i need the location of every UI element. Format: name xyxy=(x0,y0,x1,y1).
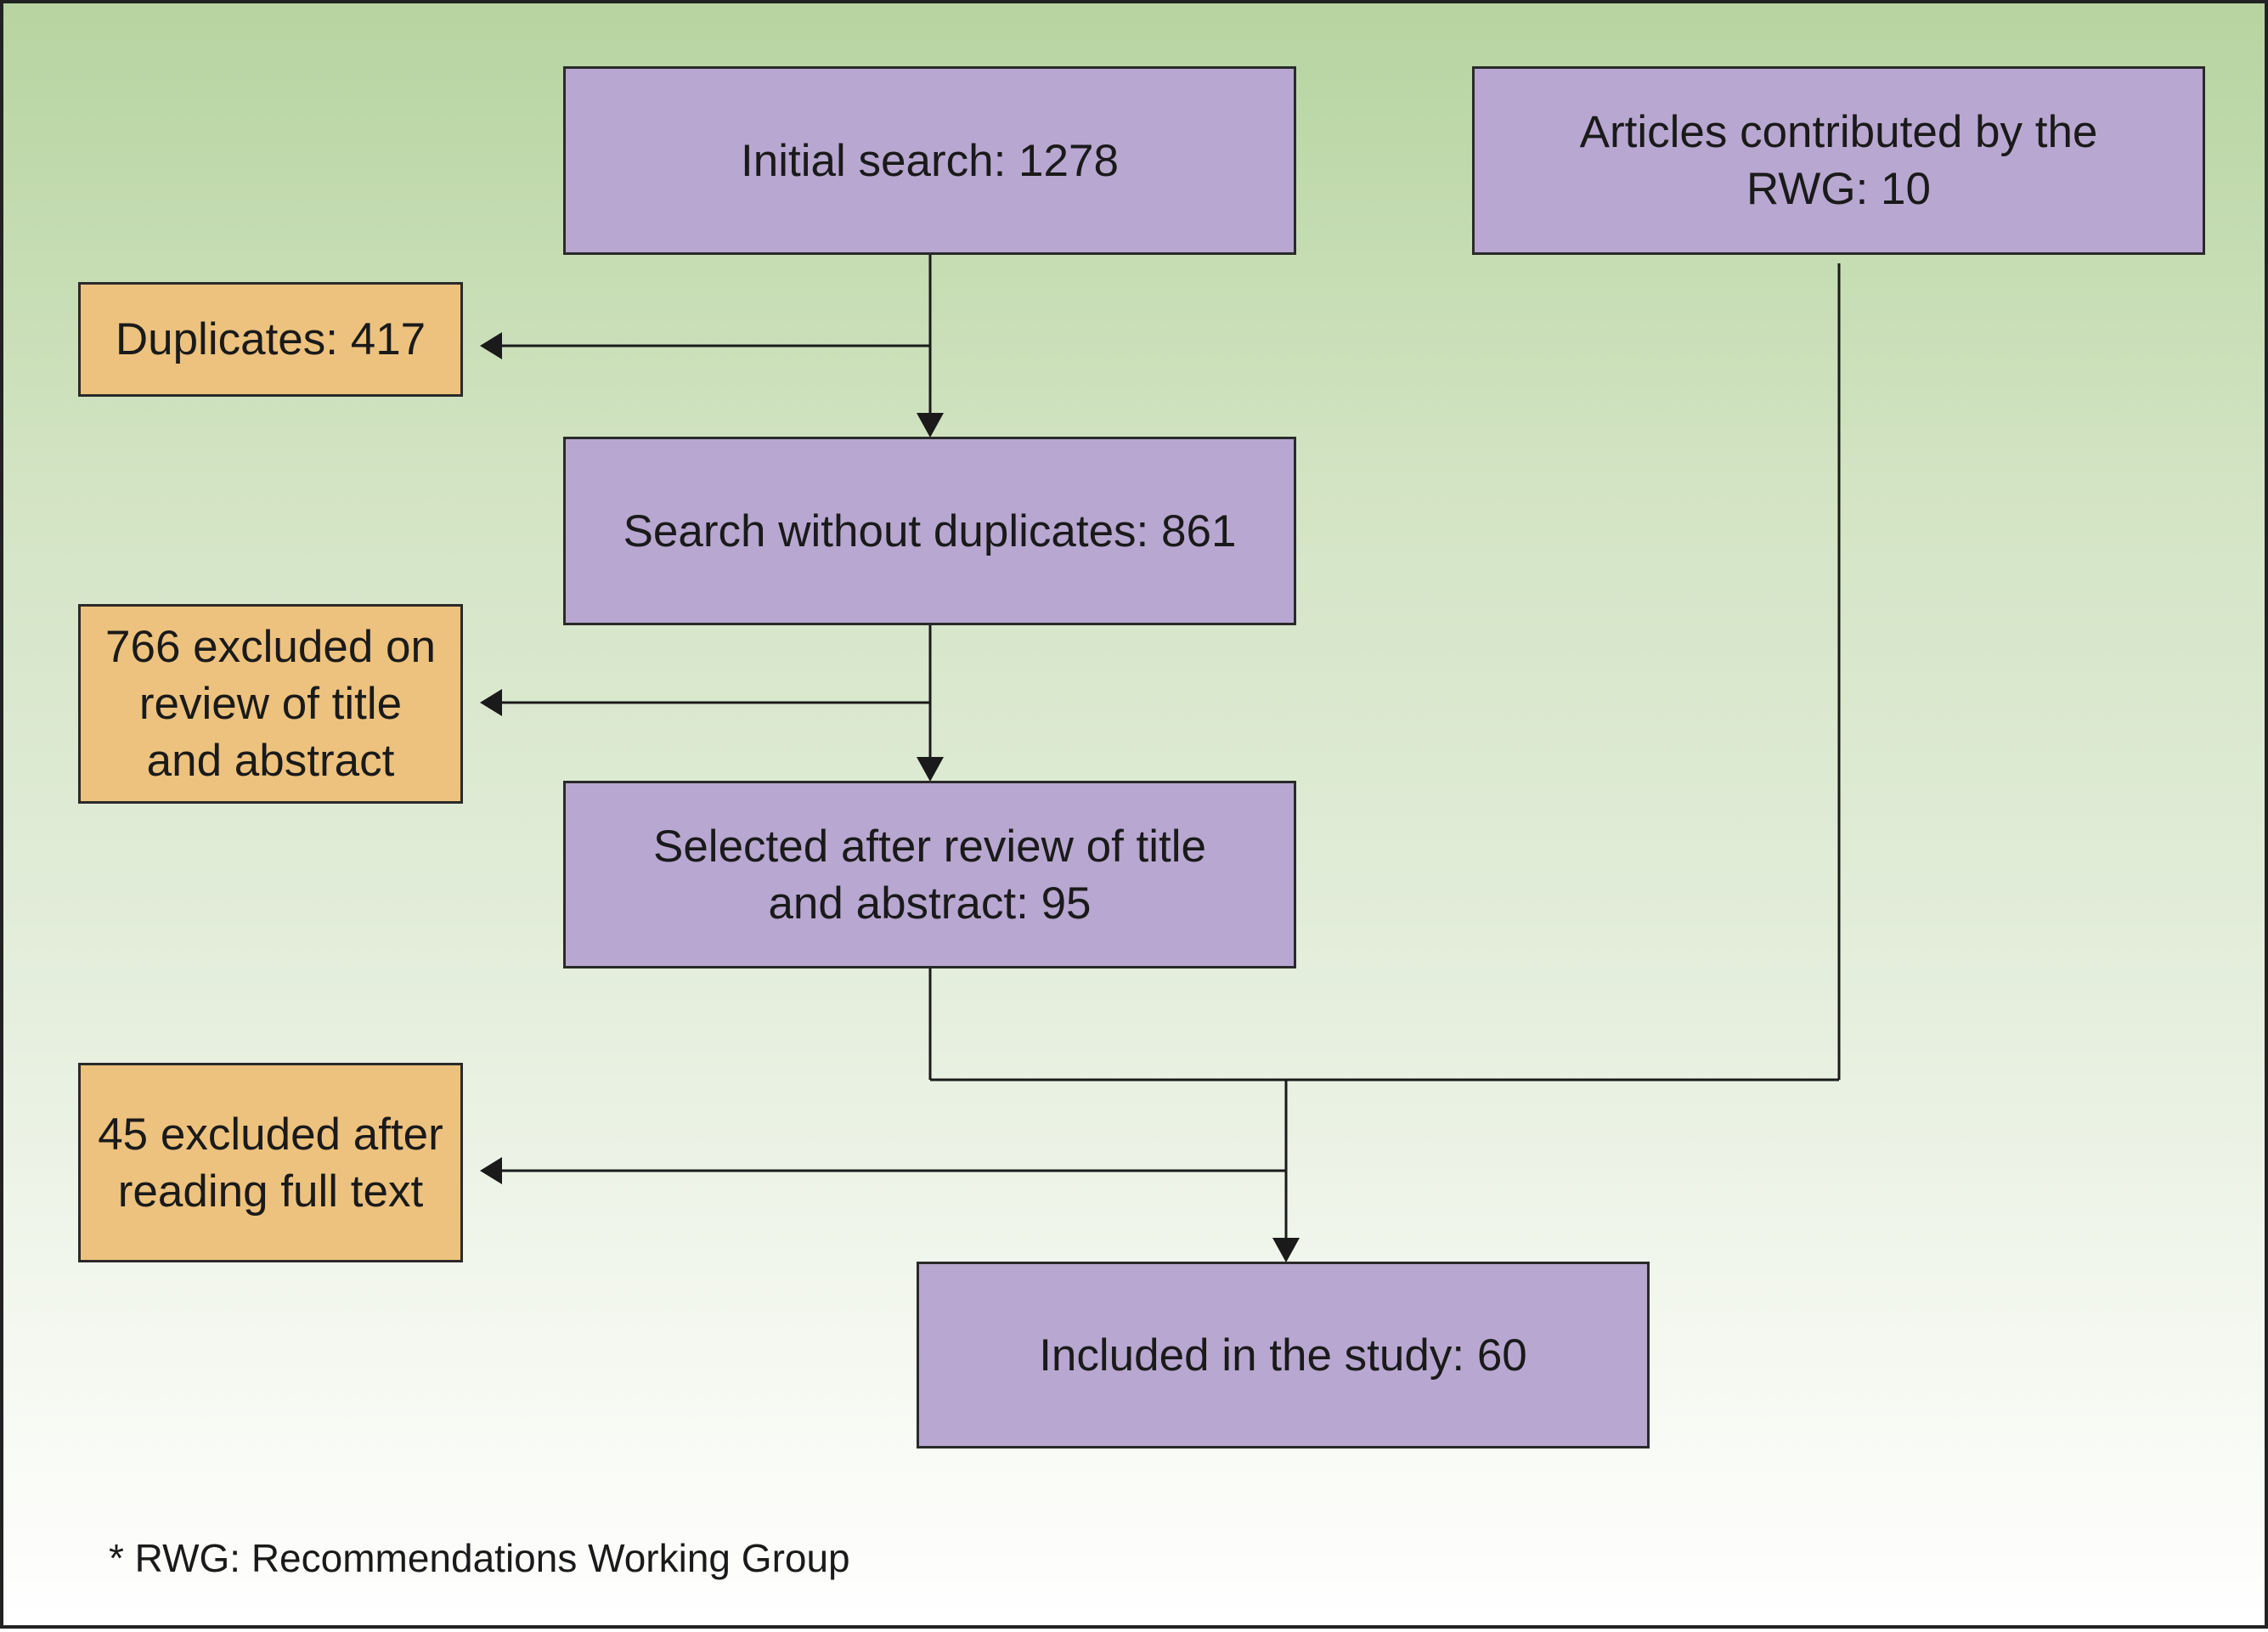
connector-layer xyxy=(480,255,1841,1262)
duplicates-box: Duplicates: 417 xyxy=(78,282,463,397)
excluded-full-text-box: 45 excluded after reading full text xyxy=(78,1063,463,1262)
without-duplicates-label: Search without duplicates: 861 xyxy=(623,505,1237,556)
arrowhead-without-duplicates xyxy=(917,413,944,438)
selected-title-abstract-box: Selected after review of title and abstr… xyxy=(563,781,1296,968)
arrowhead-selected xyxy=(917,757,944,782)
arrowhead-included xyxy=(1272,1238,1300,1262)
arrowhead-excluded-full-text xyxy=(480,1157,502,1184)
included-box: Included in the study: 60 xyxy=(917,1262,1650,1448)
without-duplicates-box: Search without duplicates: 861 xyxy=(563,437,1296,625)
excluded-full-text-label: 45 excluded after reading full text xyxy=(98,1109,443,1217)
arrowhead-excluded-title-abstract xyxy=(480,689,502,716)
rwg-articles-box: Articles contributed by the RWG: 10 xyxy=(1472,66,2205,255)
initial-search-label: Initial search: 1278 xyxy=(741,135,1119,186)
duplicates-label: Duplicates: 417 xyxy=(115,314,426,364)
arrowhead-duplicates xyxy=(480,332,502,359)
excluded-title-abstract-box: 766 excluded on review of title and abst… xyxy=(78,604,463,804)
excluded-title-abstract-label: 766 excluded on review of title and abst… xyxy=(105,622,436,786)
initial-search-box: Initial search: 1278 xyxy=(563,66,1296,255)
selected-title-abstract-label: Selected after review of title and abstr… xyxy=(652,821,1207,929)
footnote: * RWG: Recommendations Working Group xyxy=(109,1536,850,1580)
included-label: Included in the study: 60 xyxy=(1039,1330,1527,1381)
rwg-articles-label: Articles contributed by the RWG: 10 xyxy=(1579,107,2098,214)
